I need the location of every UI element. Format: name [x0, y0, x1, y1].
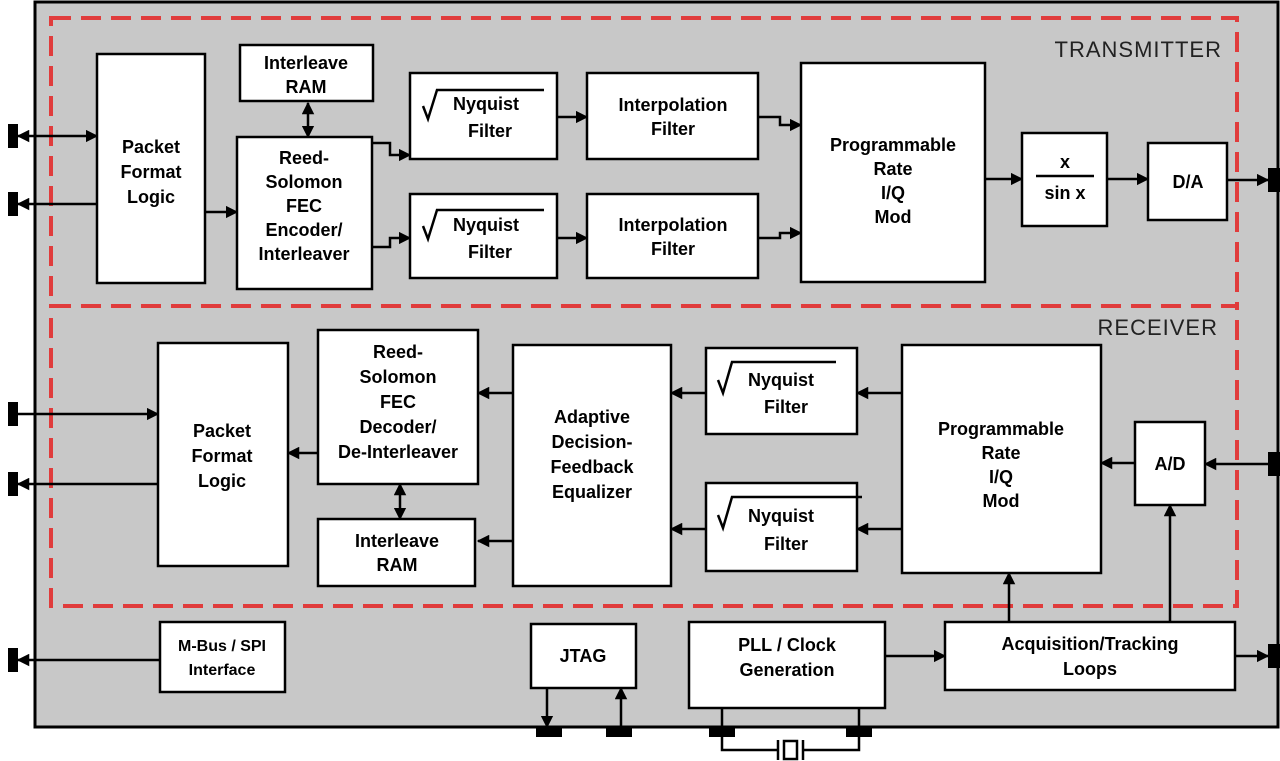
crystal-symbol: [720, 737, 861, 761]
svg-text:Nyquist: Nyquist: [453, 215, 519, 235]
transmitter-label: TRANSMITTER: [1055, 37, 1222, 62]
svg-text:Nyquist: Nyquist: [748, 506, 814, 526]
pin-acq-out: [1268, 644, 1280, 668]
tx-nyquist-filter-2-block: Nyquist Filter: [408, 192, 559, 280]
receiver-label: RECEIVER: [1098, 315, 1218, 340]
svg-text:JTAG: JTAG: [560, 646, 607, 666]
pin-mbus: [8, 648, 18, 672]
rx-nyquist-filter-1-block: Nyquist Filter: [704, 346, 859, 436]
pin-jtag-1: [536, 727, 562, 737]
svg-text:D/A: D/A: [1173, 172, 1204, 192]
pin-ad-in: [1268, 452, 1280, 476]
rx-ad-block: A/D: [1133, 420, 1207, 507]
pin-jtag-2: [606, 727, 632, 737]
svg-text:Filter: Filter: [468, 121, 512, 141]
svg-text:A/D: A/D: [1155, 454, 1186, 474]
pin-rx-in: [8, 402, 18, 426]
pin-da-out: [1268, 168, 1280, 192]
svg-text:Nyquist: Nyquist: [453, 94, 519, 114]
pin-xtal-1: [709, 727, 735, 737]
pin-tx-in: [8, 124, 18, 148]
receiver-section: [49, 304, 1239, 608]
pin-tx-out: [8, 192, 18, 216]
pin-rx-out: [8, 472, 18, 496]
tx-da-block: D/A: [1146, 141, 1229, 222]
tx-nyquist-filter-1-block: Nyquist Filter: [408, 71, 559, 161]
svg-text:Nyquist: Nyquist: [748, 370, 814, 390]
connections: [16, 101, 1270, 729]
svg-text:Filter: Filter: [468, 242, 512, 262]
svg-text:Filter: Filter: [764, 397, 808, 417]
pin-xtal-2: [846, 727, 872, 737]
transmitter-section: [49, 16, 1239, 308]
jtag-block: JTAG: [529, 622, 638, 690]
rx-nyquist-filter-2-block: Nyquist Filter: [704, 481, 862, 573]
svg-text:Filter: Filter: [764, 534, 808, 554]
